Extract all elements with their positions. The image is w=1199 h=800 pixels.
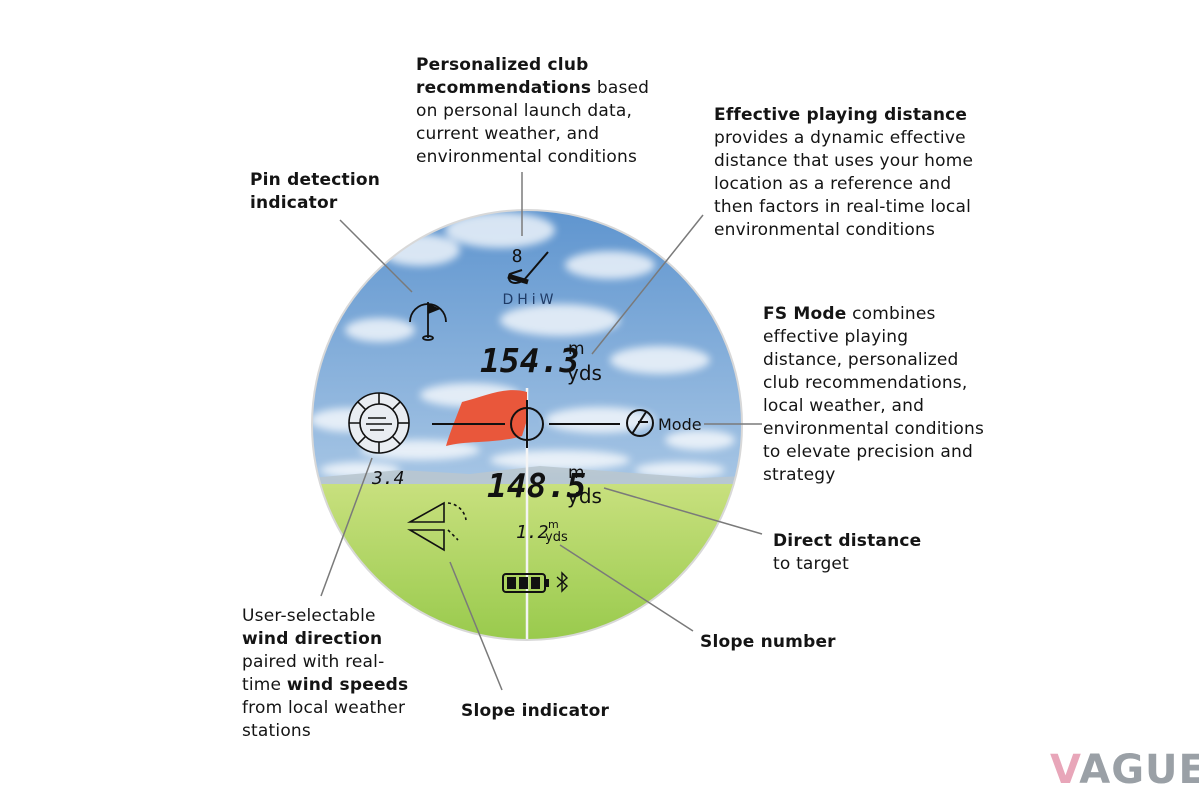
pin-detection-icon <box>409 302 447 341</box>
vague-watermark-logo: VAGUE <box>1050 747 1199 793</box>
wind-speed-value: 3.4 <box>371 468 405 489</box>
direct-distance-value: 148.5 <box>487 466 586 505</box>
slope-unit-yds: yds <box>545 530 568 545</box>
slope-unit-m: m <box>548 518 559 531</box>
slope-indicator-icon <box>406 501 467 552</box>
club-number: 8 <box>512 246 523 267</box>
golf-flag <box>446 390 527 446</box>
effective-unit-m: m <box>568 339 585 359</box>
slope-indicator-callout: Slope indicator <box>461 701 610 721</box>
direct-unit-m: m <box>568 463 585 483</box>
effective-distance-value: 154.3 <box>480 341 579 380</box>
lens-rim <box>311 209 743 641</box>
battery-icon <box>502 573 549 593</box>
effective-unit-yds: yds <box>567 361 602 385</box>
effective-distance-callout: Effective playing distance provides a dy… <box>714 105 974 240</box>
slope-number-value: 1.2 <box>516 522 549 543</box>
golf-club-icon <box>507 251 549 285</box>
club-conditions-letters: DHiW <box>502 292 557 308</box>
pin-detection-callout: Pin detection indicator <box>250 170 381 213</box>
wind-callout: User-selectable wind direction paired wi… <box>242 606 409 741</box>
reticle <box>432 400 620 448</box>
mode-label: Mode <box>658 415 702 434</box>
fs-mode-icon <box>626 409 654 437</box>
direct-unit-yds: yds <box>567 484 602 508</box>
fs-mode-callout: FS Mode combines effective playing dista… <box>763 304 985 485</box>
wind-direction-icon <box>348 392 410 454</box>
slope-number-callout: Slope number <box>700 632 836 652</box>
club-recommendation-callout: Personalized club recommendations based … <box>416 55 650 167</box>
